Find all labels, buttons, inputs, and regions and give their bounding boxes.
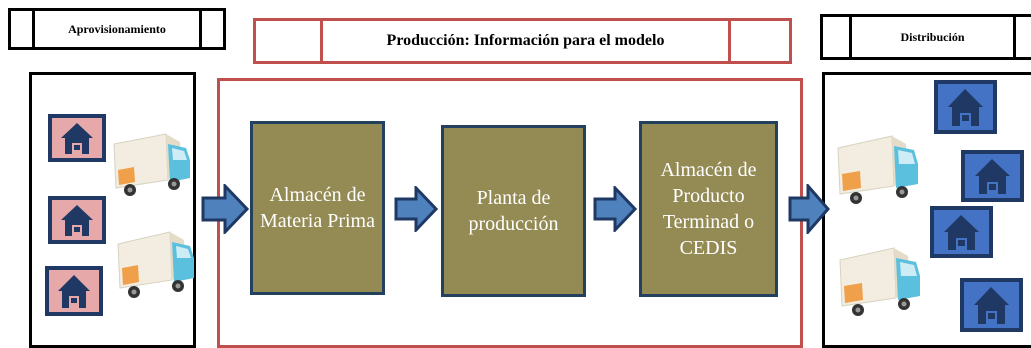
almacen-materia-prima-node: Almacén de Materia Prima: [250, 121, 385, 295]
header-divider-left: [849, 17, 852, 57]
delivery-truck-icon: [108, 130, 194, 202]
planta-produccion-node: Planta de producción: [441, 125, 586, 297]
header-divider-right: [199, 11, 202, 47]
distribucion-title: Distribución: [900, 29, 965, 44]
produccion-header: Producción: Información para el modelo: [253, 18, 792, 64]
customer-house-icon: [934, 80, 997, 134]
delivery-truck-icon: [112, 228, 198, 304]
delivery-truck-icon: [832, 132, 922, 210]
flow-arrow-icon: [394, 184, 439, 234]
supplier-house-icon: [48, 196, 106, 244]
header-divider-left: [32, 11, 35, 47]
aprovisionamiento-header: Aprovisionamiento: [8, 8, 226, 50]
produccion-title: Producción: Información para el modelo: [386, 32, 665, 49]
flow-arrow-icon: [201, 182, 250, 236]
customer-house-icon: [961, 150, 1024, 202]
flow-arrow-icon: [788, 181, 830, 237]
header-divider-right: [1013, 17, 1016, 57]
supplier-house-icon: [48, 114, 106, 162]
aprovisionamiento-title: Aprovisionamiento: [68, 21, 166, 36]
customer-house-icon: [930, 206, 993, 258]
delivery-truck-icon: [834, 244, 924, 322]
header-divider-right: [728, 21, 731, 61]
supplier-house-icon: [45, 266, 103, 316]
flow-arrow-icon: [593, 184, 638, 234]
customer-house-icon: [960, 278, 1023, 332]
almacen-producto-terminado-node: Almacén de Producto Terminad o CEDIS: [639, 121, 778, 297]
header-divider-left: [320, 21, 323, 61]
distribucion-header: Distribución: [820, 14, 1031, 60]
